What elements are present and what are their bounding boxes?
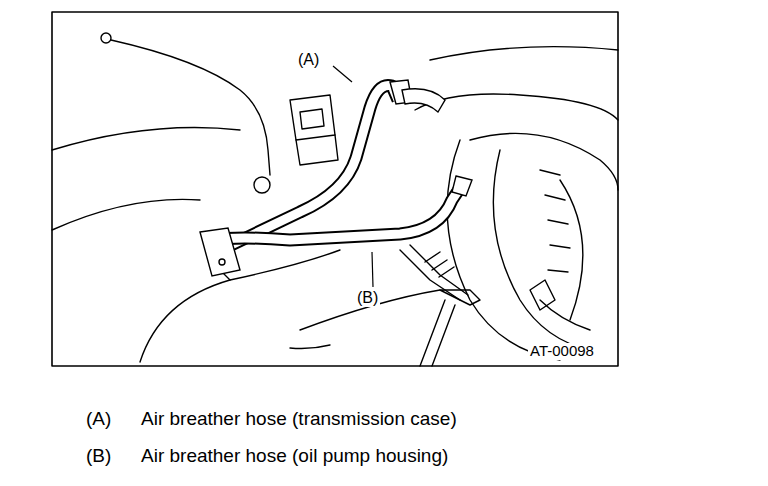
legend-letter: (B)	[86, 446, 111, 467]
legend-letter: (A)	[86, 409, 111, 430]
callout-letter: (A)	[296, 51, 321, 69]
legend-text: Air breather hose (oil pump housing)	[141, 446, 448, 467]
figure-code: AT-00098	[528, 343, 596, 360]
legend-text: Air breather hose (transmission case)	[141, 409, 457, 430]
callout-letter: (B)	[355, 289, 380, 307]
